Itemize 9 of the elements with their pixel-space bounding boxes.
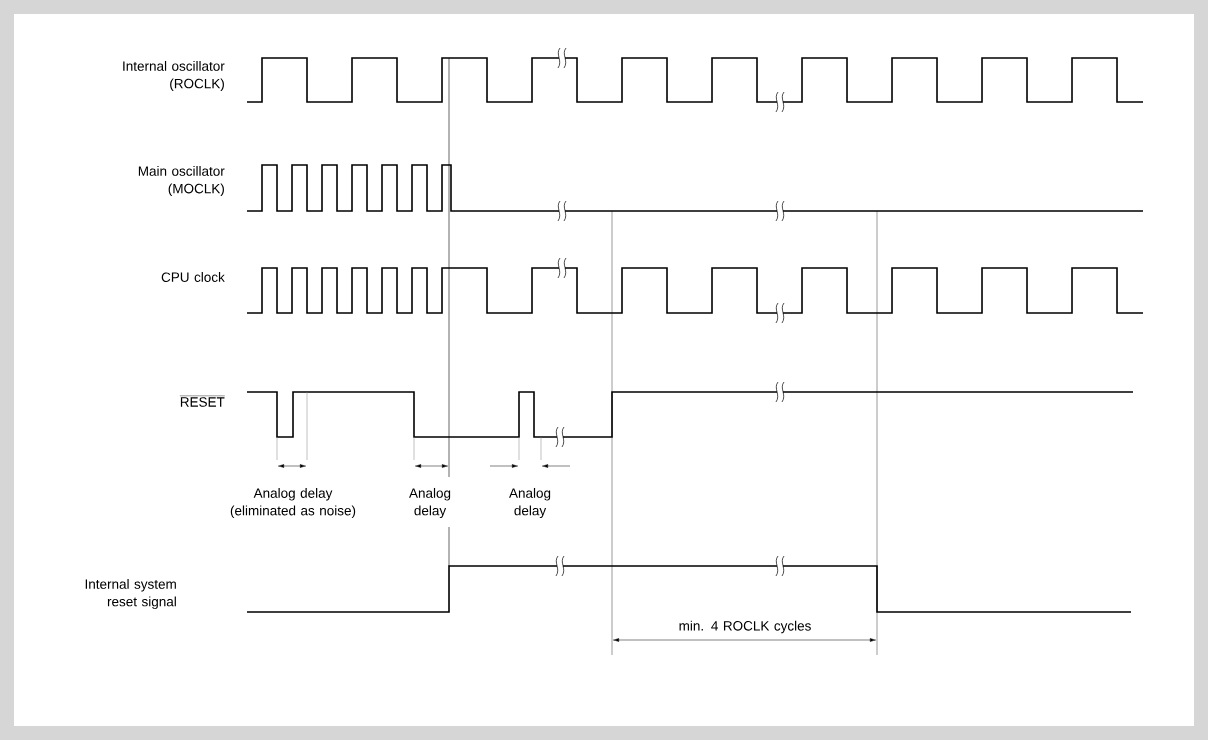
annotation-text: Analog delay [509,487,551,519]
signal-label: CPU clock [161,272,225,282]
signal-label: Internal oscillator (ROCLK) [123,60,225,92]
signal-label: Main oscillator (MOCLK) [138,165,225,197]
signal-label: RESET [179,395,225,407]
dimension-label: min. 4 ROCLK cycles [679,620,811,634]
annotation-text: Analog delay [409,487,451,519]
annotation-text: Analog delay (eliminated as noise) [230,487,356,519]
signal-label: Internal system reset signal [85,578,176,610]
